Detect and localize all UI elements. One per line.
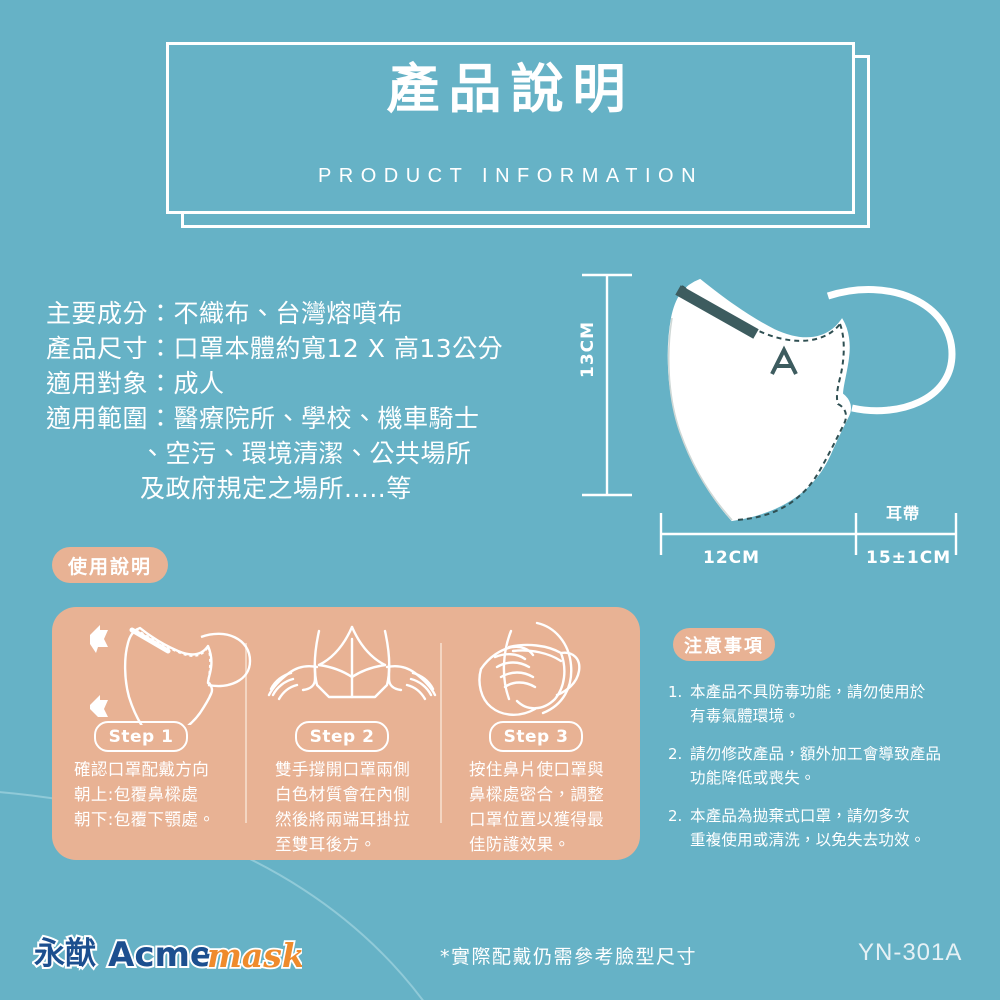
step-3-text: 按住鼻片使口罩與 鼻樑處密合，調整 口罩位置以獲得最 佳防護效果。 <box>469 760 605 854</box>
press-nose-clip-icon <box>478 621 581 716</box>
nose-wire-strip <box>675 285 759 339</box>
step-2-text: 雙手撐開口罩兩側 白色材質會在內側 然後將兩端耳掛拉 至雙耳後方。 <box>275 760 411 854</box>
notice-body: 本產品不具防毒功能，請勿使用於 有毒氣體環境。 <box>690 683 926 725</box>
notice-body: 請勿修改產品，額外加工會導致產品 功能降低或喪失。 <box>690 745 942 787</box>
notice-item: 2. 本產品為拋棄式口罩，請勿多次 重複使用或清洗，以免失去功效。 <box>668 804 998 852</box>
earloop-name-label: 耳帶 <box>886 504 921 523</box>
step-3-chip: Step 3 <box>489 721 583 752</box>
usage-step-3: Step 3 按住鼻片使口罩與 鼻樑處密合，調整 口罩位置以獲得最 佳防護效果。 <box>451 607 641 860</box>
width-dimension-line <box>659 513 958 555</box>
notices-badge: 注意事項 <box>673 628 775 661</box>
logo-chinese: 永猷 <box>34 936 96 972</box>
spec-row-target: 適用對象：成人 <box>46 369 225 398</box>
mask-body <box>667 278 851 522</box>
page-title: 產品說明 <box>386 59 635 120</box>
model-number: YN-301A <box>858 939 963 966</box>
spec-row-size: 產品尺寸：口罩本體約寬12 X 高13公分 <box>46 334 504 363</box>
mask-dimension-drawing <box>582 273 958 555</box>
mask-orientation-icon <box>90 625 252 725</box>
spec-row-scope: 適用範圍：醫療院所、學校、機車騎士 <box>46 404 480 433</box>
notice-body: 本產品為拋棄式口罩，請勿多次 重複使用或清洗，以免失去功效。 <box>690 807 926 849</box>
usage-step-1: Step 1 確認口罩配戴方向 朝上:包覆鼻樑處 朝下:包覆下顎處。 <box>68 607 258 860</box>
width-dimension-label: 12CM <box>703 548 761 568</box>
brand-logo: 永猷 Acme mask <box>32 933 302 976</box>
usage-step-2: Step 2 雙手撐開口罩兩側 白色材質會在內側 然後將兩端耳掛拉 至雙耳後方。 <box>257 607 447 860</box>
spec-row-material: 主要成分：不織布、台灣熔噴布 <box>46 299 404 328</box>
earloop-dimension-label: 15±1CM <box>866 548 952 568</box>
height-dimension-label: 13CM <box>578 320 598 378</box>
usage-badge: 使用說明 <box>52 547 168 583</box>
logo-acme: Acme <box>108 935 213 975</box>
mask-earloop <box>826 286 956 415</box>
notice-item: 1. 本產品不具防毒功能，請勿使用於 有毒氣體環境。 <box>668 680 998 728</box>
spec-row-scope-cont2: 及政府規定之場所.....等 <box>140 474 412 503</box>
notice-number: 2. <box>668 745 683 763</box>
height-dimension-line <box>582 273 632 497</box>
step-1-chip: Step 1 <box>94 721 188 752</box>
notice-number: 2. <box>668 807 683 825</box>
notice-number: 1. <box>668 683 683 701</box>
usage-divider <box>245 643 247 823</box>
header-frame <box>166 42 855 214</box>
usage-divider <box>440 643 442 823</box>
step-1-text: 確認口罩配戴方向 朝上:包覆鼻樑處 朝下:包覆下顎處。 <box>74 760 216 829</box>
step-2-chip: Step 2 <box>295 721 389 752</box>
hands-stretch-mask-icon <box>267 625 437 701</box>
usage-instructions-panel: Step 1 確認口罩配戴方向 朝上:包覆鼻樑處 朝下:包覆下顎處。 <box>52 607 640 860</box>
specification-list: 主要成分：不織布、台灣熔噴布 產品尺寸：口罩本體約寬12 X 高13公分 適用對… <box>46 296 566 506</box>
notices-list: 1. 本產品不具防毒功能，請勿使用於 有毒氣體環境。 2. 請勿修改產品，額外加… <box>668 680 998 866</box>
mask-brand-mark <box>770 345 798 375</box>
notice-item: 2. 請勿修改產品，額外加工會導致產品 功能降低或喪失。 <box>668 742 998 790</box>
spec-row-scope-cont1: 、空污、環境清潔、公共場所 <box>140 439 472 468</box>
logo-mask-script: mask <box>207 936 302 975</box>
page-subtitle: PRODUCT INFORMATION <box>317 165 704 187</box>
footer-note: *實際配戴仍需參考臉型尺寸 <box>440 946 698 968</box>
